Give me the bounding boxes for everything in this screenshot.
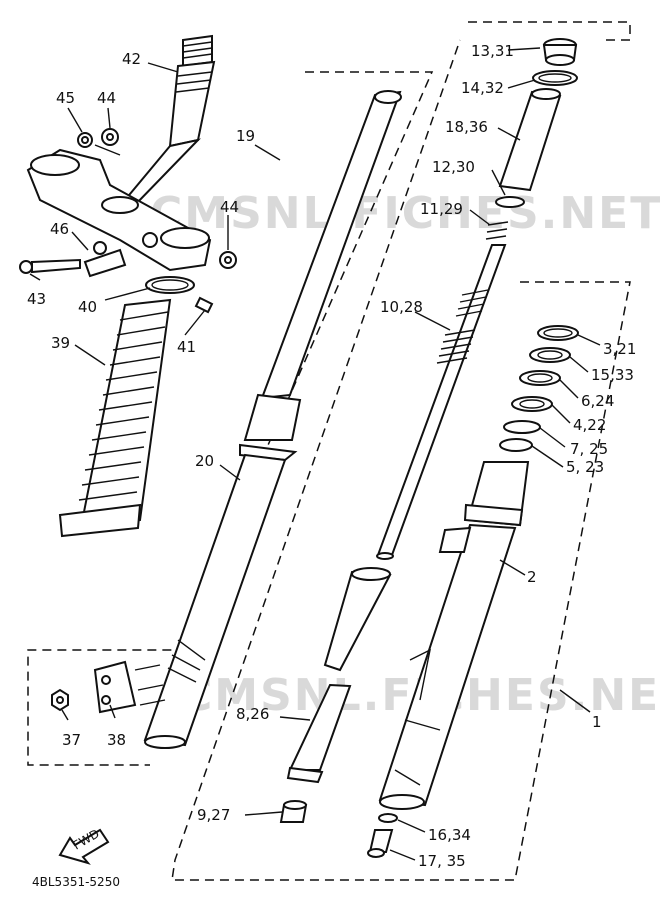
left-assembly-boundary — [27, 71, 434, 766]
bushing-7 — [503, 420, 541, 434]
washer-16 — [378, 813, 398, 823]
spring-10 — [436, 289, 489, 364]
callout-42: 42 — [122, 50, 141, 68]
bolt-43 — [19, 258, 81, 274]
callout-4-22: 4,22 — [573, 416, 606, 434]
callout-41: 41 — [177, 338, 196, 356]
cap-bolt-13 — [542, 38, 578, 66]
callout-46: 46 — [50, 220, 69, 238]
fork-boot-39 — [58, 298, 172, 538]
callout-3-21: 3,21 — [603, 340, 636, 358]
o-ring-14 — [532, 70, 578, 86]
callout-13-31: 13,31 — [471, 42, 514, 60]
callout-11-29: 11,29 — [420, 200, 463, 218]
seat-9 — [279, 800, 308, 823]
damper-cylinder-8 — [286, 567, 392, 784]
washer-4 — [511, 396, 553, 412]
nut-37 — [51, 688, 69, 712]
callout-16-34: 16,34 — [428, 826, 471, 844]
callout-5-23: 5, 23 — [566, 458, 604, 476]
callout-39: 39 — [51, 334, 70, 352]
callout-6-24: 6,24 — [581, 392, 614, 410]
forward-arrow-icon: FWD — [58, 826, 110, 865]
callout-2: 2 — [527, 568, 537, 586]
callout-43: 43 — [27, 290, 46, 308]
callout-44-top: 44 — [97, 89, 116, 107]
callout-10-28: 10,28 — [380, 298, 423, 316]
callout-14-32: 14,32 — [461, 79, 504, 97]
screw-41 — [194, 296, 214, 314]
callout-17-35: 17, 35 — [418, 852, 466, 870]
spacer-18 — [498, 88, 562, 192]
inner-tube-19 — [260, 90, 402, 400]
nut-44-right — [219, 251, 237, 269]
clamp-46 — [83, 241, 127, 278]
washer-12 — [495, 196, 525, 208]
spring-11 — [485, 221, 509, 240]
circlip-3 — [537, 325, 579, 341]
leader-lines — [29, 47, 601, 861]
clip-40 — [145, 276, 195, 294]
callout-15-33: 15,33 — [591, 366, 634, 384]
callout-9-27: 9,27 — [197, 806, 230, 824]
callout-44-right: 44 — [220, 198, 239, 216]
drawing-code: 4BL5351-5250 — [32, 875, 120, 889]
upper-bracket — [26, 148, 212, 272]
nut-44-top — [101, 128, 119, 146]
callout-38: 38 — [107, 731, 126, 749]
callout-20: 20 — [195, 452, 214, 470]
washer-45 — [77, 132, 121, 156]
steering-stem — [123, 34, 216, 207]
callout-40: 40 — [78, 298, 97, 316]
callout-7-25: 7, 25 — [570, 440, 608, 458]
bushing-5 — [499, 438, 533, 452]
outer-tube-20 — [143, 393, 302, 749]
outer-tube-2 — [378, 461, 530, 810]
callout-19: 19 — [236, 127, 255, 145]
callout-8-26: 8,26 — [236, 705, 269, 723]
bolt-17 — [367, 829, 394, 858]
callout-1: 1 — [592, 713, 602, 731]
callout-18-36: 18,36 — [445, 118, 488, 136]
oil-seal-6 — [519, 370, 561, 386]
right-assembly-boundary — [171, 21, 631, 881]
callout-12-30: 12,30 — [432, 158, 475, 176]
damper-rod — [376, 244, 507, 560]
axle-holder-38 — [93, 660, 166, 714]
dust-seal-15 — [529, 347, 571, 363]
watermark-top: CMSNL.FICHES.NET — [150, 188, 660, 239]
callout-45: 45 — [56, 89, 75, 107]
callout-37: 37 — [62, 731, 81, 749]
